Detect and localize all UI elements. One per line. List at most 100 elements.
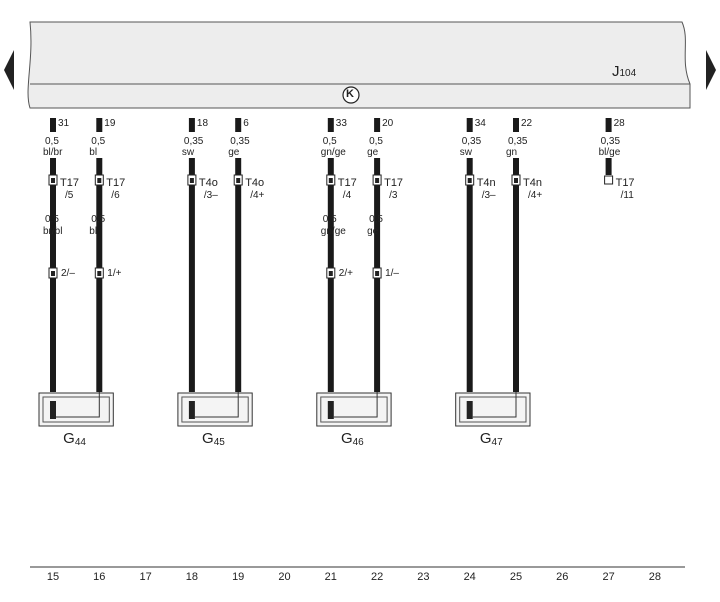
axis-number: 24 [463, 571, 476, 583]
wire-color: gn/ge [320, 147, 346, 158]
wire-size: 0,35 [183, 136, 204, 147]
connector-pin-icon [328, 178, 333, 183]
axis-number: 21 [324, 571, 337, 583]
wire-size-lower: 0,5 [369, 214, 383, 225]
pin-number: 28 [613, 118, 625, 129]
wire-color: sw [181, 147, 195, 158]
pin-number: 18 [196, 118, 209, 129]
module-name-sub: 104 [619, 68, 637, 79]
wire-size: 0,5 [91, 136, 106, 147]
sensor-inner-frame [42, 396, 110, 423]
sensor-connector-pin-icon [97, 271, 102, 276]
pin-number: 19 [104, 118, 116, 129]
connector-pin: /6 [111, 190, 120, 201]
wire-color: sw [459, 147, 472, 158]
connector-name: T17 [60, 177, 79, 189]
axis-number: 27 [602, 571, 615, 583]
sensor-name-main: G [479, 430, 492, 447]
wire-size: 0,35 [230, 136, 250, 147]
sensor-name-sub: 45 [213, 437, 225, 448]
sensor-pin-label: 1/+ [107, 268, 122, 279]
wire-line [605, 158, 612, 175]
sensor-name-sub: 44 [74, 437, 86, 448]
connector-name: T4o [245, 177, 265, 189]
sensor-element-icon [466, 401, 473, 419]
wire-color: ge [367, 147, 379, 158]
connector-pin: /11 [620, 190, 634, 201]
connector-open-icon [604, 175, 614, 185]
wire-size: 0,5 [369, 136, 383, 147]
axis-number: 16 [93, 571, 106, 583]
wire-size-lower: 0,5 [45, 214, 59, 225]
sensor-internal-wire [472, 392, 517, 418]
wire-color-lower: br/bl [43, 226, 63, 237]
pin-number: 33 [335, 118, 347, 129]
sensor-name-main: G [202, 430, 214, 447]
sensor-name: G46 [340, 430, 364, 448]
pin-stub [188, 118, 195, 132]
sensor-name: G44 [63, 430, 86, 448]
sensor-pin-label: 2/– [61, 268, 75, 279]
axis-number: 17 [139, 571, 152, 583]
axis-number: 25 [509, 571, 523, 583]
axis-number: 19 [232, 571, 245, 583]
wire-color-lower: ge [367, 226, 379, 237]
wire-color: ge [228, 147, 240, 158]
wire-size: 0,35 [508, 136, 528, 147]
wire-size-lower: 0,5 [91, 214, 106, 225]
connector-pin: /3– [203, 190, 218, 201]
wire-color-lower: bl [89, 226, 98, 237]
scroll-left-arrow-icon[interactable] [4, 50, 14, 90]
sensor-inner-frame [181, 396, 249, 423]
connector-pin: /4 [342, 190, 352, 201]
connector-pin: /3– [481, 190, 496, 201]
sensor-name-sub: 46 [352, 437, 364, 448]
axis-number: 22 [370, 571, 384, 583]
sensor-inner-frame [459, 396, 527, 423]
wire-color-lower: gn/ge [320, 226, 346, 237]
sensor-element-icon [188, 401, 195, 419]
sensor-internal-wire [56, 392, 100, 418]
wires-layer [48, 118, 614, 392]
connector-pin-icon [514, 178, 518, 183]
sensor-name-main: G [63, 430, 75, 447]
wire-line [466, 158, 473, 392]
sensor-name-main: G [340, 430, 353, 447]
connector-name: T4o [198, 177, 218, 189]
connector-pin-icon [236, 178, 241, 183]
connector-name: T17 [615, 177, 635, 189]
pin-stub [96, 118, 103, 132]
wire-size: 0,35 [600, 136, 621, 147]
pin-stub [235, 118, 242, 132]
sensors-layer [38, 392, 531, 427]
pin-number: 31 [58, 118, 70, 129]
connector-pin: /3 [389, 190, 398, 201]
connector-pin-icon [467, 178, 472, 183]
wire-line [235, 158, 242, 392]
connector-pin: /4+ [250, 190, 265, 201]
connector-pin-icon [189, 178, 194, 183]
pin-number: 34 [474, 118, 486, 129]
connector-pin: /4+ [528, 190, 543, 201]
wire-color: gn [506, 147, 518, 158]
sensor-element-icon [327, 401, 334, 419]
wire-size: 0,35 [461, 136, 482, 147]
scroll-right-arrow-icon[interactable] [706, 50, 716, 90]
axis-number: 15 [46, 571, 60, 583]
axis-number: 23 [417, 571, 430, 583]
connector-pin-icon [375, 178, 380, 183]
axis-number: 26 [556, 571, 569, 583]
sensor-internal-wire [333, 392, 378, 418]
module-j104 [27, 21, 691, 109]
pin-stub [374, 118, 381, 132]
connector-name: T4n [476, 177, 496, 189]
axis-number: 28 [648, 571, 662, 583]
pin-stub [50, 118, 56, 132]
connector-name: T17 [384, 177, 404, 189]
pin-number: 20 [382, 118, 394, 129]
sensor-inner-frame [320, 396, 388, 423]
pin-stub [327, 118, 334, 132]
pin-number: 6 [243, 118, 249, 129]
pin-stub [605, 118, 612, 132]
